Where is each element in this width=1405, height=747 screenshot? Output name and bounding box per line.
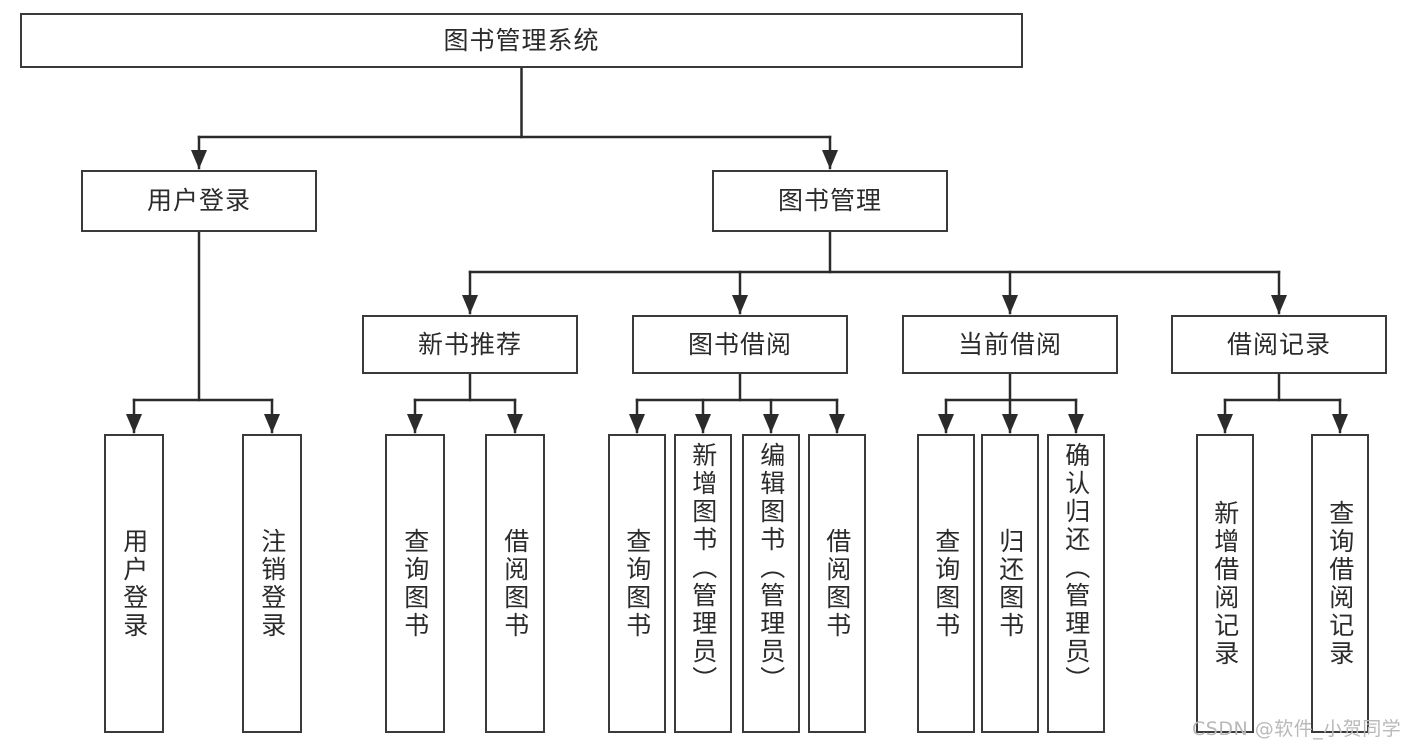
watermark-text: CSDN @软件_小贺同学	[1192, 718, 1402, 740]
node-label: 用户登录	[119, 527, 149, 640]
node-label: 借阅图书	[500, 527, 530, 640]
node-label: 归还图书	[995, 527, 1025, 640]
node-label: 图书借阅	[687, 329, 792, 359]
arrowhead-leaf-query-record	[1332, 414, 1348, 433]
arrowhead-leaf-add-book-admin	[695, 414, 711, 433]
arrowhead-leaf-add-record	[1217, 414, 1233, 433]
arrowhead-leaf-query-book-3	[938, 414, 954, 433]
node-leaf-query-book-2[interactable]: 查询图书	[608, 434, 666, 733]
node-label: 注销登录	[257, 527, 287, 640]
node-leaf-add-book-admin[interactable]: 新增图书（管理员）	[674, 434, 732, 733]
arrowhead-new-book-recommend	[462, 295, 478, 314]
node-leaf-user-login[interactable]: 用户登录	[104, 434, 164, 733]
node-label: 确认归还（管理员）	[1061, 442, 1091, 694]
arrowhead-leaf-user-login	[126, 414, 142, 433]
arrowhead-book-manage	[822, 150, 838, 169]
node-leaf-query-book-1[interactable]: 查询图书	[385, 434, 445, 733]
arrowhead-user-login	[191, 150, 207, 169]
arrowhead-leaf-query-book-2	[629, 414, 645, 433]
node-leaf-confirm-return[interactable]: 确认归还（管理员）	[1047, 434, 1105, 733]
node-label: 编辑图书（管理员）	[756, 442, 786, 694]
arrowhead-book-borrow	[732, 295, 748, 314]
node-root[interactable]: 图书管理系统	[20, 13, 1023, 68]
arrowhead-leaf-confirm-return	[1068, 414, 1084, 433]
node-leaf-return-book[interactable]: 归还图书	[981, 434, 1039, 733]
arrowhead-borrow-record	[1271, 295, 1287, 314]
node-leaf-query-book-3[interactable]: 查询图书	[917, 434, 975, 733]
node-book-borrow[interactable]: 图书借阅	[632, 315, 848, 374]
arrowhead-leaf-query-book-1	[407, 414, 423, 433]
node-label: 查询借阅记录	[1325, 499, 1355, 668]
node-label: 查询图书	[400, 527, 430, 640]
node-label: 查询图书	[931, 527, 961, 640]
node-leaf-logout[interactable]: 注销登录	[242, 434, 302, 733]
arrowhead-leaf-logout	[264, 414, 280, 433]
node-user-login[interactable]: 用户登录	[81, 170, 317, 232]
node-leaf-borrow-book-1[interactable]: 借阅图书	[485, 434, 545, 733]
node-leaf-edit-book-admin[interactable]: 编辑图书（管理员）	[742, 434, 800, 733]
node-borrow-record[interactable]: 借阅记录	[1171, 315, 1387, 374]
arrowhead-leaf-edit-book-admin	[763, 414, 779, 433]
node-leaf-borrow-book-2[interactable]: 借阅图书	[808, 434, 866, 733]
node-label: 新增图书（管理员）	[688, 442, 718, 694]
node-label: 图书管理系统	[443, 25, 600, 55]
node-label: 用户登录	[146, 186, 251, 216]
node-label: 借阅记录	[1226, 329, 1331, 359]
arrowhead-leaf-return-book	[1002, 414, 1018, 433]
node-label: 图书管理	[777, 186, 882, 216]
node-label: 当前借阅	[957, 329, 1062, 359]
node-current-borrow[interactable]: 当前借阅	[902, 315, 1118, 374]
node-label: 借阅图书	[822, 527, 852, 640]
node-leaf-query-record[interactable]: 查询借阅记录	[1311, 434, 1369, 733]
node-book-manage[interactable]: 图书管理	[712, 170, 948, 232]
arrowhead-leaf-borrow-book-2	[829, 414, 845, 433]
node-label: 新书推荐	[417, 329, 522, 359]
node-label: 查询图书	[622, 527, 652, 640]
node-leaf-add-record[interactable]: 新增借阅记录	[1196, 434, 1254, 733]
arrowhead-leaf-borrow-book-1	[507, 414, 523, 433]
arrowhead-current-borrow	[1002, 295, 1018, 314]
node-label: 新增借阅记录	[1210, 499, 1240, 668]
node-new-book-recommend[interactable]: 新书推荐	[362, 315, 578, 374]
